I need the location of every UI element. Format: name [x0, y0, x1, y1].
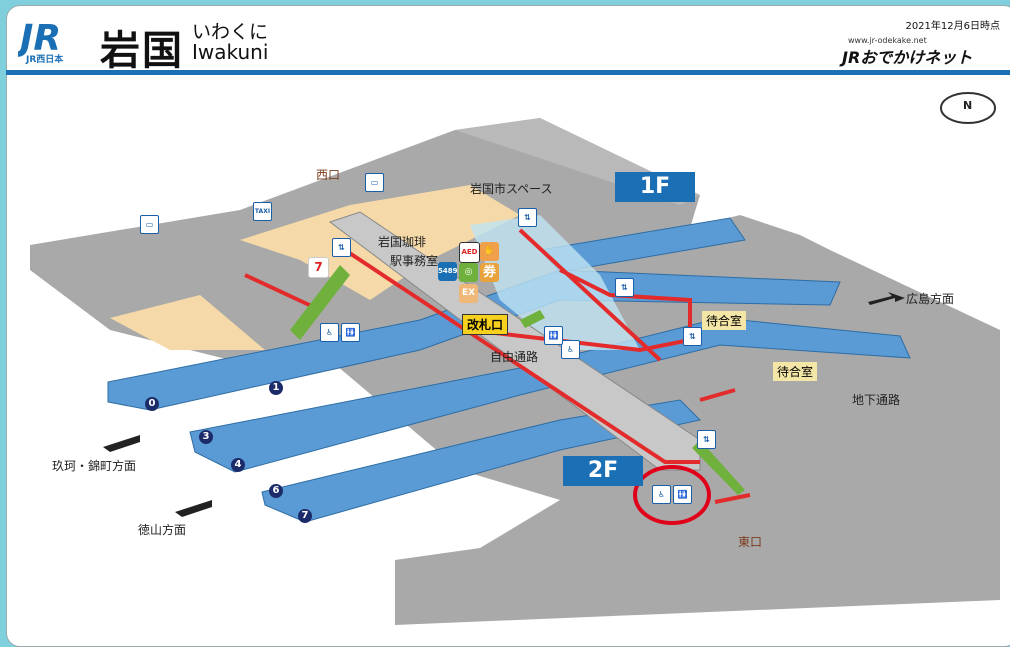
ex-icon: EX	[459, 284, 478, 303]
wheelchair-icon: ♿	[561, 340, 580, 359]
wheelchair-icon: ♿	[320, 323, 339, 342]
platform-number-7: 7	[298, 509, 312, 523]
station-name-roman: Iwakuni	[192, 40, 269, 64]
elevator-icon: ⇅	[697, 430, 716, 449]
station-name-kanji: 岩国	[100, 28, 184, 74]
elevator-icon: ⇅	[683, 327, 702, 346]
label-station-office: 駅事務室	[390, 254, 439, 268]
platform-number-0: 0	[145, 397, 159, 411]
label-waiting-room: 待合室	[702, 311, 747, 330]
restroom-icon: 🚻	[544, 326, 563, 345]
jr-west-logo: JR	[18, 18, 61, 59]
platform-number-1: 1	[269, 381, 283, 395]
restroom-icon: 🚻	[673, 485, 692, 504]
elevator-icon: ⇅	[332, 238, 351, 257]
header-divider	[6, 70, 1010, 75]
as-of-date: 2021年12月6日時点	[905, 21, 1000, 32]
label-ticket-gate: 改札口	[462, 314, 509, 335]
restroom-icon: 🚻	[341, 323, 360, 342]
label-free-passage: 自由通路	[490, 350, 539, 364]
platform-number-6: 6	[269, 484, 283, 498]
operator-name: JR西日本	[26, 55, 64, 65]
station-name-kana: いわくに	[192, 21, 269, 43]
elevator-icon: ⇅	[518, 208, 537, 227]
direction-tokuyama: 徳山方面	[138, 523, 187, 537]
wheelchair-icon: ♿	[652, 485, 671, 504]
bus-icon: ▭	[140, 215, 159, 234]
ticket-machine-5489-icon: 5489	[438, 262, 457, 281]
convenience-store-icon: 7	[308, 257, 329, 278]
elevator-icon: ⇅	[615, 278, 634, 297]
label-underground-passage: 地下通路	[852, 393, 901, 407]
stamp-icon: ✋	[480, 242, 499, 261]
taxi-icon: TAXI	[253, 202, 272, 221]
platform-number-3: 3	[199, 430, 213, 444]
floor-label-2f: 2F	[563, 456, 643, 486]
label-cafe: 岩国珈琲	[378, 235, 427, 249]
label-waiting-room: 待合室	[773, 362, 818, 381]
compass-north-label: N	[963, 99, 973, 112]
bus-icon: ▭	[365, 173, 384, 192]
svg-text:JR: JR	[18, 18, 61, 59]
exit-west: 西口	[316, 168, 341, 182]
direction-hiroshima: 広島方面	[906, 292, 955, 306]
floor-label-1f: 1F	[615, 172, 695, 202]
exit-east: 東口	[738, 535, 763, 549]
platform-number-4: 4	[231, 458, 245, 472]
label-city-space: 岩国市スペース	[470, 182, 553, 196]
site-brand-logo: JRおでかけネット	[842, 48, 973, 67]
ticket-icon: 券	[480, 263, 499, 282]
site-url[interactable]: www.jr-odekake.net	[848, 36, 927, 45]
ic-card-icon: ◎	[459, 263, 478, 282]
aed-icon: AED	[459, 242, 480, 263]
direction-kuga-nishiki: 玖珂・錦町方面	[52, 459, 137, 473]
